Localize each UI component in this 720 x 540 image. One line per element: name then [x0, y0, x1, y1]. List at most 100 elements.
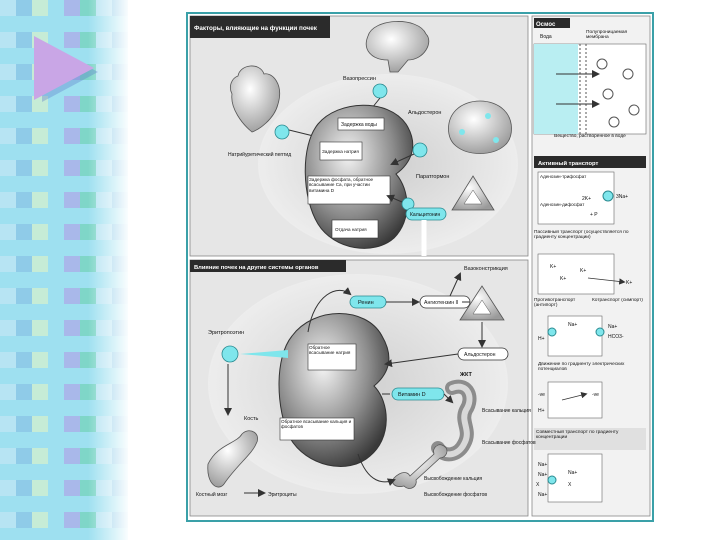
active-adp-wrap: Аденозин-дифосфат: [540, 202, 590, 222]
decorative-tile: [32, 464, 48, 480]
decorative-tile: [32, 496, 48, 512]
decorative-tile: [16, 448, 32, 464]
decorative-tile: [16, 224, 32, 240]
decorative-tile: [16, 272, 32, 288]
decorative-tile: [64, 432, 80, 448]
decorative-tile: [48, 288, 64, 304]
label-gi: ЖКТ: [459, 372, 472, 378]
decorative-tile: [0, 336, 16, 352]
label-adp: Аденозин-дифосфат: [540, 202, 590, 207]
osmosis-title: Осмос: [536, 22, 556, 28]
decorative-tile: [64, 224, 80, 240]
decorative-tile: [64, 160, 80, 176]
decorative-tile: [48, 336, 64, 352]
decorative-tile: [32, 160, 48, 176]
label-bone: Кость: [244, 416, 259, 422]
label-aldosterone-top: Альдостерон: [408, 110, 441, 116]
ca-phosphate-wrap: Обратное всасывание кальция и фосфатов: [281, 419, 353, 439]
label-solute: Вещество, растворенное в воде: [534, 134, 646, 139]
adrenal-dot-1: [459, 129, 465, 135]
joint-na-2: Na+: [538, 472, 547, 478]
decorative-tile: [32, 384, 48, 400]
decorative-tile: [0, 112, 16, 128]
solute-label-wrap: Вещество, растворенное в воде: [534, 134, 646, 150]
decorative-tile: [64, 368, 80, 384]
electric-title: Движение по градиенту электрических поте…: [538, 362, 646, 373]
decorative-tile: [64, 304, 80, 320]
label-atp: Аденозин-трифосфат: [540, 174, 590, 179]
decorative-tile: [32, 16, 48, 32]
label-phosphate-release: Высвобождение фосфатов: [424, 492, 487, 498]
decorative-tile: [32, 400, 48, 416]
decorative-tile: [16, 96, 32, 112]
decorative-tile: [64, 352, 80, 368]
decorative-tile: [64, 128, 80, 144]
decorative-tile: [64, 112, 80, 128]
adrenal-dot-2: [485, 113, 491, 119]
label-phosphate-absorption: Всасывание фосфатов: [482, 440, 536, 446]
top-panel-title: Факторы, влияющие на функции почек: [194, 25, 318, 32]
decorative-tile: [0, 256, 16, 272]
decorative-tile: [0, 64, 16, 80]
decorative-tile: [0, 320, 16, 336]
decorative-tile: [64, 240, 80, 256]
decorative-tile: [0, 512, 16, 528]
decorative-tile: [16, 192, 32, 208]
label-ca-phosphate-reabsorption: Обратное всасывание кальция и фосфатов: [281, 419, 353, 430]
aldosterone-hormone-dot: [413, 143, 427, 157]
cotransport-title-wrap: Котранспорт (симпорт): [592, 298, 648, 314]
vasopressin-hormone-dot: [373, 84, 387, 98]
label-renin: Ренин: [358, 300, 374, 306]
sodium-reabsorption-wrap: Обратное всасывание натрия: [309, 345, 355, 369]
electric-h: H+: [538, 408, 545, 414]
antiport-na: Na+: [568, 322, 577, 328]
solute-particle-1: [597, 59, 607, 69]
label-sodium-reabsorption: Обратное всасывание натрия: [309, 345, 355, 356]
decorative-tile: [0, 96, 16, 112]
decorative-tile: [48, 432, 64, 448]
decorative-tile: [32, 272, 48, 288]
decorative-tile: [64, 144, 80, 160]
decorative-tile: [0, 368, 16, 384]
decorative-tile: [32, 352, 48, 368]
decorative-tile: [16, 480, 32, 496]
decorative-tile: [16, 16, 32, 32]
decorative-tile: [0, 416, 16, 432]
decorative-tile: [16, 0, 32, 16]
label-plus-p: + P: [590, 212, 598, 218]
decorative-tile: [48, 400, 64, 416]
decorative-tile: [48, 16, 64, 32]
decorative-tile: [48, 304, 64, 320]
label-aldosterone-bottom: Альдостерон: [464, 352, 496, 358]
decorative-tile: [0, 304, 16, 320]
decorative-tile: [48, 368, 64, 384]
decorative-tile: [0, 80, 16, 96]
decorative-tile: [0, 208, 16, 224]
decorative-tile: [16, 352, 32, 368]
solute-particle-4: [629, 105, 639, 115]
adrenal-organ: [449, 101, 512, 154]
label-sodium-loss: Отдача натрия: [335, 227, 367, 232]
decorative-tile: [0, 480, 16, 496]
antiport-h: H+: [538, 336, 545, 342]
label-erythropoietin: Эритропоэтин: [208, 330, 244, 336]
decorative-tile: [0, 384, 16, 400]
decorative-tile: [32, 416, 48, 432]
decorative-tile: [32, 256, 48, 272]
decorative-tile: [32, 480, 48, 496]
kidney-figure: Факторы, влияющие на функции почек Вазоп…: [188, 14, 652, 520]
decorative-tile: [0, 224, 16, 240]
play-arrow-icon: [34, 36, 94, 100]
decorative-tile: [0, 240, 16, 256]
decorative-tile: [64, 208, 80, 224]
decorative-tile: [64, 256, 80, 272]
passive-title-wrap: Пассивный транспорт (осуществляется по г…: [534, 230, 646, 254]
electric-box: [548, 382, 602, 418]
label-angiotensin: Ангиотензин II: [424, 300, 458, 306]
passive-k-3: K+: [580, 268, 586, 274]
decorative-tile: [32, 528, 48, 540]
antiport-title: Противотранспорт (антипорт): [534, 298, 590, 309]
label-vitamin-d: Витамин D: [398, 392, 426, 398]
decorative-tile: [64, 320, 80, 336]
decorative-tile: [64, 336, 80, 352]
